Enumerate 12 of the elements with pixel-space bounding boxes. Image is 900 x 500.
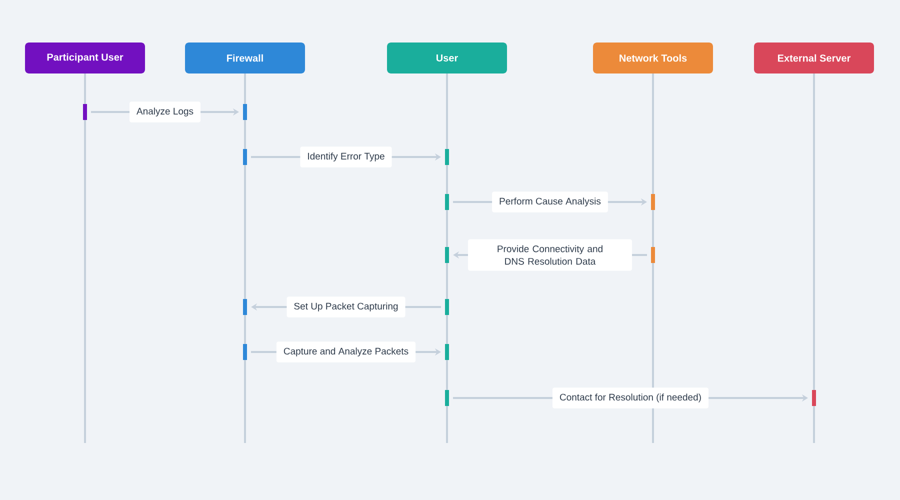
- participant-box: External Server: [754, 42, 874, 74]
- edge-label: Provide Connectivity and DNS Resolution Data: [468, 239, 632, 271]
- edge-label: Contact for Resolution (if needed): [552, 388, 709, 408]
- edge-label: Capture and Analyze Packets: [276, 342, 416, 362]
- edge-label: Analyze Logs: [130, 102, 201, 122]
- edge-label: Identify Error Type: [300, 146, 392, 168]
- edge-label: Set Up Packet Capturing: [286, 296, 406, 318]
- participant-box: Network Tools: [593, 42, 713, 74]
- participant-box: Participant User: [25, 42, 145, 74]
- edge-label: Perform Cause Analysis: [492, 192, 608, 212]
- participant-box: Firewall: [185, 42, 305, 74]
- participant-box: User: [387, 42, 507, 74]
